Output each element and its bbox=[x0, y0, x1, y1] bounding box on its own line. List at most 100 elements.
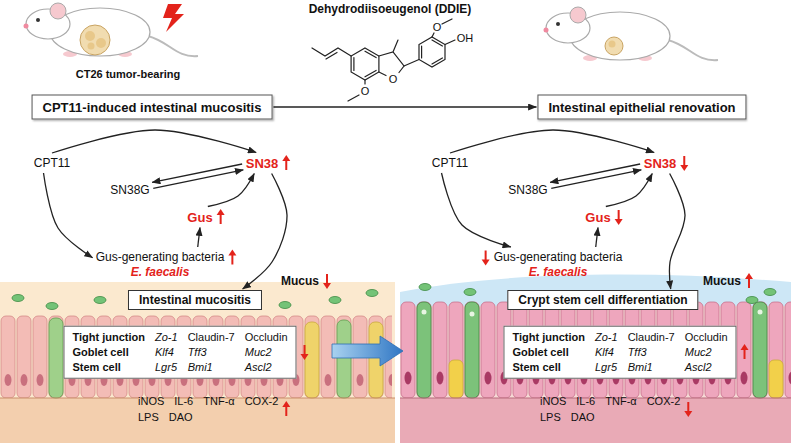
paneth-cell bbox=[305, 322, 319, 398]
flow-arrow bbox=[442, 173, 511, 247]
bacterium bbox=[366, 290, 378, 297]
epithelial-cells bbox=[400, 300, 791, 398]
bond bbox=[432, 19, 455, 45]
node-text: Gus-generating bacteria bbox=[96, 250, 225, 265]
decrease-arrow bbox=[482, 251, 490, 266]
lightning-bolt bbox=[163, 4, 184, 32]
flow-arrow bbox=[243, 174, 287, 290]
node-subtext: Tff3 bbox=[188, 345, 235, 360]
node-text: CPT11 bbox=[34, 156, 70, 170]
decrease-arrow bbox=[680, 156, 688, 171]
bond bbox=[422, 40, 443, 64]
marker-row: LPS DAO bbox=[540, 411, 595, 423]
bacterium bbox=[46, 303, 58, 310]
flow-arrow bbox=[208, 174, 254, 207]
bond bbox=[379, 40, 404, 76]
bacterium bbox=[464, 289, 476, 296]
bacterium bbox=[279, 302, 291, 309]
atom-label: O bbox=[389, 74, 398, 85]
marker-row: iNOSIL-6TNF-αCOX-2 bbox=[540, 395, 680, 407]
tumor-lobe bbox=[609, 41, 616, 48]
enzyme-label: Gus bbox=[187, 210, 212, 225]
ddie-structure bbox=[312, 19, 455, 101]
model-label: CT26 tumor-bearing bbox=[76, 68, 181, 80]
mucus-label: Mucus bbox=[703, 274, 741, 288]
tumor-lobe bbox=[88, 43, 95, 50]
goblet-cell bbox=[417, 302, 431, 398]
flow-arrow bbox=[669, 174, 685, 290]
decrease-arrow bbox=[301, 345, 309, 360]
transition-arrow bbox=[332, 336, 403, 366]
flow-arrow bbox=[450, 130, 654, 153]
metabolite-label: SN38 bbox=[644, 156, 677, 171]
paneth-cell bbox=[449, 360, 463, 398]
flow-arrow bbox=[273, 106, 536, 108]
node-subtext: Occludin bbox=[245, 330, 288, 345]
marker-name: DAO bbox=[571, 411, 595, 423]
node-subtext: E. faecalis bbox=[494, 265, 623, 280]
bond bbox=[404, 60, 419, 67]
atom-label: OH bbox=[457, 33, 474, 44]
node-text: Gus-generating bacteria bbox=[494, 250, 623, 265]
bond bbox=[354, 51, 376, 77]
mucin-granule bbox=[470, 312, 475, 317]
node-subtext: Ascl2 bbox=[685, 359, 728, 374]
flow-arrow bbox=[596, 228, 598, 248]
marker-name: IL-6 bbox=[576, 395, 595, 407]
node-subtext: Zo-1 bbox=[155, 330, 178, 345]
effect-box: Intestinal mucositis bbox=[128, 290, 262, 310]
node-text: Gus bbox=[585, 210, 610, 225]
metabolite-label: SN38G bbox=[508, 183, 547, 197]
node-subtext: Klf4 bbox=[155, 345, 178, 360]
mucus-label: Mucus bbox=[281, 274, 319, 288]
node-subtext: Bmi1 bbox=[188, 359, 235, 374]
mucosa-ground bbox=[0, 282, 395, 443]
goblet-cell bbox=[753, 302, 767, 398]
mucin-granule bbox=[422, 310, 427, 315]
bond bbox=[351, 48, 379, 80]
marker-table: Tight junctionZo-1Claudin-7OccludinGoble… bbox=[63, 326, 296, 379]
node-subtext: Lgr5 bbox=[595, 359, 618, 374]
bacterium bbox=[764, 289, 776, 296]
node-text: SN38 bbox=[644, 156, 677, 171]
decrease-arrow bbox=[323, 274, 331, 289]
goblet-cell bbox=[337, 320, 351, 398]
flow-arrow bbox=[606, 174, 652, 207]
mouse-figure bbox=[24, 3, 199, 57]
node-subtext: Goblet cell bbox=[512, 345, 585, 360]
bacterium bbox=[94, 297, 106, 304]
increase-arrow bbox=[282, 401, 290, 416]
drug-label: CPT11 bbox=[432, 156, 468, 170]
bond bbox=[312, 48, 351, 59]
renewed-mucosa bbox=[400, 275, 791, 443]
node-subtext: Occludin bbox=[685, 330, 728, 345]
increase-arrow bbox=[282, 155, 290, 170]
marker-name: iNOS bbox=[540, 395, 566, 407]
flow-arrow bbox=[52, 130, 256, 153]
marker-name: COX-2 bbox=[245, 395, 279, 407]
submucosa bbox=[0, 398, 395, 443]
atom-label: O bbox=[433, 22, 442, 33]
flow-arrow bbox=[550, 164, 640, 182]
node-subtext: Goblet cell bbox=[72, 345, 145, 360]
node-text: SN38 bbox=[246, 156, 279, 171]
metabolite-label: SN38 bbox=[246, 156, 279, 171]
node-text: Intestinal mucositis bbox=[139, 293, 251, 307]
marker-row: LPSDAO bbox=[138, 411, 193, 423]
basement-line bbox=[0, 398, 395, 399]
marker-name: COX-2 bbox=[647, 395, 681, 407]
node-subtext: Stem cell bbox=[512, 359, 585, 374]
marker-name: TNF-α bbox=[203, 395, 234, 407]
node-subtext: Zo-1 bbox=[595, 330, 618, 345]
node-text: CPT11-induced intestinal mucositis bbox=[43, 100, 262, 115]
increase-arrow bbox=[217, 209, 225, 224]
node-text: Tight junction bbox=[72, 330, 145, 345]
flow-arrow bbox=[198, 228, 200, 248]
drug-label: CPT11 bbox=[34, 156, 70, 170]
bacteria-label: Gus-generating bacteriaE. faecalis bbox=[494, 250, 623, 280]
paneth-cell bbox=[769, 360, 783, 398]
node-text: CPT11 bbox=[432, 156, 468, 170]
marker-name: LPS bbox=[540, 411, 561, 423]
node-subtext: Klf4 bbox=[595, 345, 618, 360]
